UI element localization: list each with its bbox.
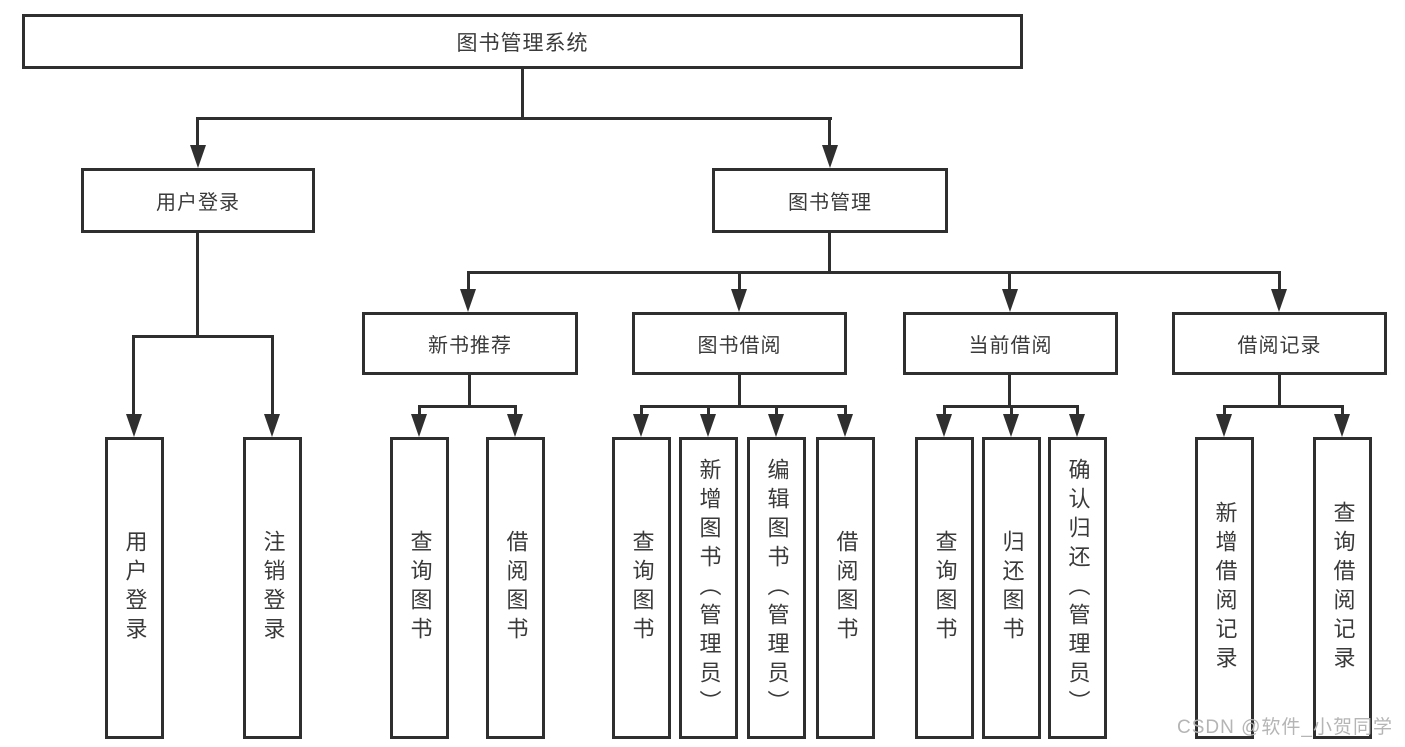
leaf-query-borrow-record: 查询借阅记录 bbox=[1313, 437, 1372, 739]
leaf-label: 查询图书 bbox=[932, 530, 958, 646]
leaf-label: 编辑图书（管理员） bbox=[764, 457, 790, 719]
leaf-label: 新增图书（管理员） bbox=[696, 457, 722, 719]
leaf-user-login: 用户登录 bbox=[105, 437, 164, 739]
connector-drop bbox=[132, 335, 135, 417]
connector-drop-book-mgmt bbox=[828, 117, 831, 150]
node-library-management-system: 图书管理系统 bbox=[22, 14, 1023, 69]
connector-drop bbox=[514, 405, 517, 420]
node-current-borrowing: 当前借阅 bbox=[903, 312, 1118, 375]
watermark: CSDN @软件_小贺同学 bbox=[1177, 717, 1393, 738]
arrow-down-icon bbox=[822, 145, 838, 168]
node-label: 图书管理系统 bbox=[456, 31, 589, 55]
connector-user-login-stem bbox=[196, 233, 199, 338]
node-book-management: 图书管理 bbox=[712, 168, 948, 233]
arrow-down-icon bbox=[1216, 414, 1232, 437]
leaf-add-borrow-record: 新增借阅记录 bbox=[1195, 437, 1254, 739]
leaf-edit-book-admin: 编辑图书（管理员） bbox=[747, 437, 806, 739]
leaf-return-books: 归还图书 bbox=[982, 437, 1041, 739]
connector-drop bbox=[1076, 405, 1079, 420]
connector-newbook-stem bbox=[468, 375, 471, 408]
leaf-query-books-current: 查询图书 bbox=[915, 437, 974, 739]
connector-drop bbox=[640, 405, 643, 420]
connector-current-stem bbox=[1008, 375, 1011, 408]
arrow-down-icon bbox=[1003, 414, 1019, 437]
arrow-down-icon bbox=[126, 414, 142, 437]
node-label: 图书管理 bbox=[788, 192, 872, 214]
node-label: 用户登录 bbox=[156, 192, 240, 214]
connector-drop bbox=[418, 405, 421, 420]
arrow-down-icon bbox=[264, 414, 280, 437]
leaf-confirm-return-admin: 确认归还（管理员） bbox=[1048, 437, 1107, 739]
arrow-down-icon bbox=[768, 414, 784, 437]
connector-drop bbox=[1008, 271, 1011, 294]
connector-drop bbox=[738, 271, 741, 294]
connector-records-stem bbox=[1278, 375, 1281, 408]
leaf-borrow-books-recommend: 借阅图书 bbox=[486, 437, 545, 739]
connector-newbook-elbow bbox=[418, 405, 517, 408]
connector-drop bbox=[707, 405, 710, 420]
arrow-down-icon bbox=[633, 414, 649, 437]
connector-level2-elbow bbox=[196, 117, 832, 120]
leaf-query-books-recommend: 查询图书 bbox=[390, 437, 449, 739]
connector-drop bbox=[943, 405, 946, 420]
leaf-label: 新增借阅记录 bbox=[1212, 501, 1238, 675]
leaf-query-books-borrow: 查询图书 bbox=[612, 437, 671, 739]
node-label: 当前借阅 bbox=[968, 335, 1053, 357]
arrow-down-icon bbox=[460, 289, 476, 312]
leaf-label: 确认归还（管理员） bbox=[1065, 457, 1091, 719]
connector-drop bbox=[1278, 271, 1281, 294]
leaf-label: 注销登录 bbox=[260, 530, 286, 646]
connector-drop bbox=[1010, 405, 1013, 420]
connector-drop bbox=[1341, 405, 1344, 420]
node-label: 图书借阅 bbox=[697, 335, 782, 357]
connector-borrow-stem bbox=[738, 375, 741, 408]
arrow-down-icon bbox=[1002, 289, 1018, 312]
leaf-label: 归还图书 bbox=[999, 530, 1025, 646]
connector-drop bbox=[1223, 405, 1226, 420]
arrow-down-icon bbox=[190, 145, 206, 168]
leaf-label: 借阅图书 bbox=[503, 530, 529, 646]
arrow-down-icon bbox=[837, 414, 853, 437]
leaf-label: 查询图书 bbox=[629, 530, 655, 646]
leaf-label: 查询图书 bbox=[407, 530, 433, 646]
node-book-borrowing: 图书借阅 bbox=[632, 312, 847, 375]
arrow-down-icon bbox=[411, 414, 427, 437]
node-user-login: 用户登录 bbox=[81, 168, 315, 233]
connector-drop-user-login bbox=[196, 117, 199, 150]
connector-drop bbox=[271, 335, 274, 417]
node-borrowing-records: 借阅记录 bbox=[1172, 312, 1387, 375]
connector-records-elbow bbox=[1223, 405, 1344, 408]
connector-user-login-elbow bbox=[132, 335, 274, 338]
leaf-logout: 注销登录 bbox=[243, 437, 302, 739]
connector-drop bbox=[775, 405, 778, 420]
arrow-down-icon bbox=[936, 414, 952, 437]
leaf-label: 查询借阅记录 bbox=[1330, 501, 1356, 675]
connector-drop bbox=[844, 405, 847, 420]
arrow-down-icon bbox=[731, 289, 747, 312]
node-label: 借阅记录 bbox=[1237, 335, 1322, 357]
node-new-book-recommendation: 新书推荐 bbox=[362, 312, 578, 375]
connector-level3-elbow bbox=[467, 271, 1281, 274]
connector-drop bbox=[467, 271, 470, 294]
leaf-borrow-books: 借阅图书 bbox=[816, 437, 875, 739]
connector-borrow-elbow bbox=[640, 405, 847, 408]
node-label: 新书推荐 bbox=[428, 335, 512, 357]
arrow-down-icon bbox=[507, 414, 523, 437]
leaf-label: 用户登录 bbox=[122, 530, 148, 646]
arrow-down-icon bbox=[1334, 414, 1350, 437]
leaf-add-book-admin: 新增图书（管理员） bbox=[679, 437, 738, 739]
connector-book-mgmt-stem bbox=[828, 232, 831, 274]
arrow-down-icon bbox=[1271, 289, 1287, 312]
leaf-label: 借阅图书 bbox=[833, 530, 859, 646]
arrow-down-icon bbox=[1069, 414, 1085, 437]
arrow-down-icon bbox=[700, 414, 716, 437]
connector-root-stem bbox=[521, 69, 524, 120]
